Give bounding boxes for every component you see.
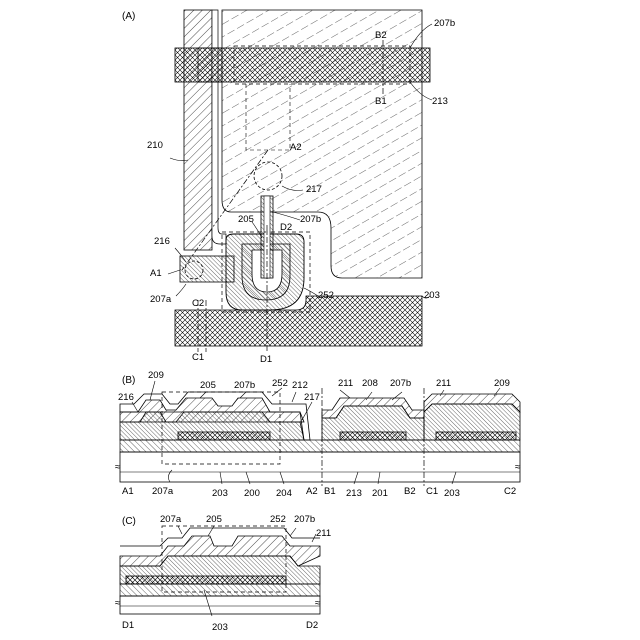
label-203-c: 203 <box>212 622 228 633</box>
label-211-2-b: 211 <box>436 378 451 389</box>
label-209-left: 209 <box>148 370 164 381</box>
label-205: 205 <box>238 214 254 225</box>
label-203: 203 <box>424 290 440 301</box>
label-b2: B2 <box>375 30 387 41</box>
label-d1-c: D1 <box>122 620 134 631</box>
label-203-2-b: 203 <box>444 488 460 499</box>
label-252: 252 <box>318 290 334 301</box>
gate-203-b-right <box>436 432 516 440</box>
label-b1: B1 <box>375 96 387 107</box>
label-252-b: 252 <box>272 378 288 389</box>
label-a1-b: A1 <box>122 486 134 497</box>
label-c1: C1 <box>192 352 204 363</box>
base-layer-b <box>120 440 520 452</box>
panel-a: (A) <box>122 10 455 365</box>
label-201-b: 201 <box>372 488 388 499</box>
label-217: 217 <box>306 184 322 195</box>
label-c1-b: C1 <box>426 486 438 497</box>
substrate-b <box>120 452 520 482</box>
label-207a-b: 207a <box>152 486 174 497</box>
panel-a-label: (A) <box>122 11 135 22</box>
signal-line <box>184 10 212 250</box>
panel-c-label: (C) <box>122 516 136 527</box>
label-207b-c: 207b <box>294 514 315 525</box>
label-207b-top: 207b <box>434 18 455 29</box>
label-217-b: 217 <box>304 392 320 403</box>
gate-203-c <box>126 576 286 584</box>
label-216: 216 <box>154 236 170 247</box>
film-top-left <box>120 398 304 422</box>
label-c2: C2 <box>192 298 204 309</box>
panel-c: (C) ≈ ≈ 207a 205 252 207b 211 D1 203 D2 <box>115 514 331 633</box>
label-a2-b: A2 <box>306 486 318 497</box>
label-b2-b: B2 <box>404 486 416 497</box>
label-208-b: 208 <box>362 378 378 389</box>
label-207a-c: 207a <box>160 514 182 525</box>
label-203-1-b: 203 <box>212 488 228 499</box>
label-212-b: 212 <box>292 380 308 391</box>
label-207b-mid: 207b <box>300 214 321 225</box>
panel-b-label: (B) <box>122 375 135 386</box>
break-right-c: ≈ <box>315 598 321 609</box>
panel-b: (B) ≈ ≈ <box>115 370 521 499</box>
base-layer-c <box>120 584 320 596</box>
label-a1: A1 <box>150 268 162 279</box>
label-210: 210 <box>147 140 163 151</box>
label-252-c: 252 <box>270 514 286 525</box>
label-205-b: 205 <box>200 380 216 391</box>
gate-203-b <box>178 432 270 440</box>
label-b1-b: B1 <box>324 486 336 497</box>
substrate-c <box>120 596 320 614</box>
label-211-1-b: 211 <box>338 378 353 389</box>
label-d2: D2 <box>280 222 292 233</box>
capacitor-213-b <box>340 432 406 440</box>
break-left-c: ≈ <box>115 598 121 609</box>
label-213-b: 213 <box>346 488 362 499</box>
label-a2: A2 <box>290 142 302 153</box>
label-c2-b: C2 <box>504 486 516 497</box>
film-cover-c <box>120 528 320 546</box>
label-207a: 207a <box>150 294 172 305</box>
break-right-b: ≈ <box>515 462 521 473</box>
gate-line <box>175 296 422 346</box>
label-207b-1-b: 207b <box>234 380 255 391</box>
label-209-right: 209 <box>494 378 510 389</box>
label-207b-2-b: 207b <box>390 378 411 389</box>
label-d2-c: D2 <box>306 620 318 631</box>
label-205-c: 205 <box>206 514 222 525</box>
break-left-b: ≈ <box>115 462 121 473</box>
capacitor-line-gap <box>198 48 222 82</box>
label-213: 213 <box>432 96 448 107</box>
label-216-b: 216 <box>118 392 134 403</box>
label-200-b: 200 <box>244 488 260 499</box>
label-204-b: 204 <box>276 488 292 499</box>
label-211-c: 211 <box>316 528 331 539</box>
label-d1: D1 <box>260 354 272 365</box>
